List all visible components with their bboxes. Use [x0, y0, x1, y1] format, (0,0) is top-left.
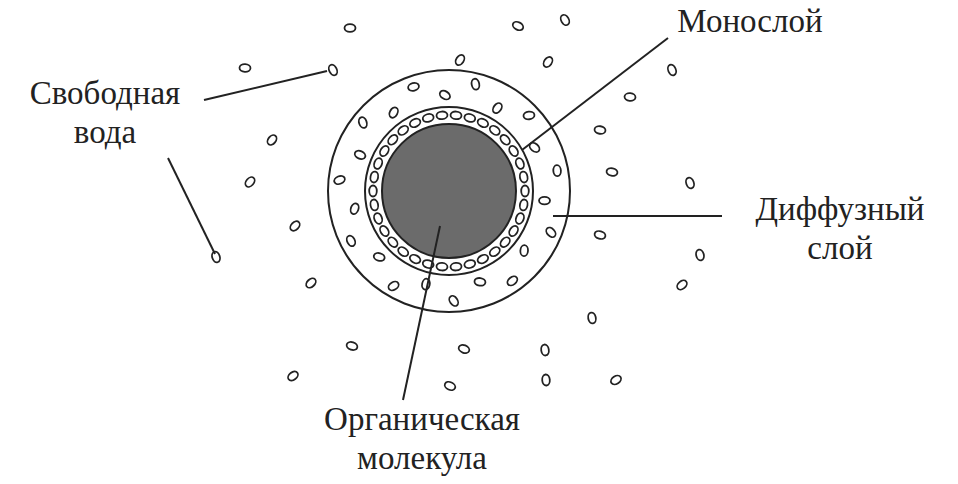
leader-line [204, 71, 327, 100]
water-molecule [476, 253, 489, 265]
water-molecule [387, 280, 400, 292]
water-molecule [211, 251, 221, 264]
water-molecule [474, 277, 486, 286]
water-molecule [458, 343, 471, 354]
water-molecule [488, 124, 501, 137]
water-molecule [407, 82, 420, 92]
water-molecule [454, 53, 466, 66]
water-molecule [542, 55, 555, 68]
water-molecule [266, 133, 279, 146]
water-molecule [370, 199, 379, 211]
water-molecule [506, 274, 519, 287]
water-molecule [370, 171, 379, 183]
water-molecule [609, 374, 622, 386]
water-molecule [666, 63, 677, 76]
label-text: Свободная вода [2, 74, 208, 152]
water-molecule [544, 226, 557, 239]
water-molecule [553, 165, 561, 176]
water-molecule [539, 197, 550, 205]
water-molecule [378, 144, 390, 157]
water-molecule [519, 171, 528, 183]
water-molecule [346, 341, 359, 352]
water-molecule [523, 111, 535, 120]
water-molecule [436, 262, 448, 271]
water-molecule [369, 186, 377, 197]
water-molecule [373, 212, 384, 225]
water-molecule [422, 113, 435, 123]
leader-lines [168, 38, 722, 400]
water-molecule [397, 245, 410, 258]
water-molecule [438, 89, 451, 101]
water-molecule [443, 380, 456, 391]
water-molecule [345, 24, 356, 32]
water-molecule [463, 113, 476, 123]
water-molecule [357, 116, 368, 129]
water-molecule [373, 252, 386, 262]
water-molecule [286, 370, 299, 383]
water-molecule [521, 186, 529, 197]
leader-line [403, 226, 440, 400]
water-molecule [373, 157, 384, 170]
water-molecule [499, 236, 512, 249]
water-molecule [519, 199, 528, 211]
water-molecule [675, 279, 688, 292]
water-molecule [386, 236, 399, 249]
water-molecule [239, 64, 250, 72]
water-molecule [304, 276, 317, 289]
water-molecule [540, 344, 549, 356]
water-molecule [327, 63, 339, 76]
monolayer-boundary [365, 107, 533, 275]
water-molecule [559, 13, 571, 26]
water-molecule [606, 167, 618, 177]
organic-molecule [382, 124, 516, 258]
water-molecule [349, 202, 360, 215]
water-molecule [507, 144, 519, 157]
water-molecule [499, 133, 512, 146]
water-molecule [378, 224, 390, 237]
water-molecule [514, 212, 525, 225]
water-molecule [244, 175, 257, 188]
leader-line [168, 158, 215, 254]
water-molecule [685, 177, 696, 190]
leader-line [553, 215, 722, 217]
water-molecule [507, 224, 519, 237]
water-molecule [450, 111, 462, 120]
water-molecule [386, 133, 399, 146]
water-molecule [542, 374, 551, 386]
water-molecule [333, 174, 346, 185]
label-text: Монослой [660, 2, 840, 41]
water-molecule [388, 106, 400, 119]
water-molecule [511, 20, 524, 32]
water-molecule [695, 249, 705, 262]
diffuse-layer-boundary [328, 70, 570, 312]
water-molecule [471, 78, 481, 90]
water-molecule [345, 234, 357, 247]
label-text: Органическая молекула [262, 400, 582, 478]
water-molecule [488, 245, 501, 258]
water-molecule [288, 219, 301, 232]
water-molecule [436, 111, 448, 120]
water-molecule [409, 117, 422, 129]
water-molecule [594, 125, 606, 134]
water-molecule [463, 259, 476, 269]
water-molecule [587, 312, 597, 324]
water-molecule [447, 294, 460, 307]
water-molecule [491, 101, 504, 114]
water-molecule [624, 93, 636, 102]
water-molecule [594, 230, 607, 240]
water-molecule [353, 149, 366, 160]
water-molecule [450, 262, 462, 271]
label-text: Диффузный слой [726, 190, 954, 268]
water-molecule [476, 117, 489, 129]
water-molecule [409, 253, 422, 265]
water-molecule [397, 124, 410, 137]
water-molecule [514, 157, 525, 170]
leader-line [522, 38, 668, 150]
water-molecules [211, 13, 705, 391]
water-molecule [520, 245, 528, 257]
